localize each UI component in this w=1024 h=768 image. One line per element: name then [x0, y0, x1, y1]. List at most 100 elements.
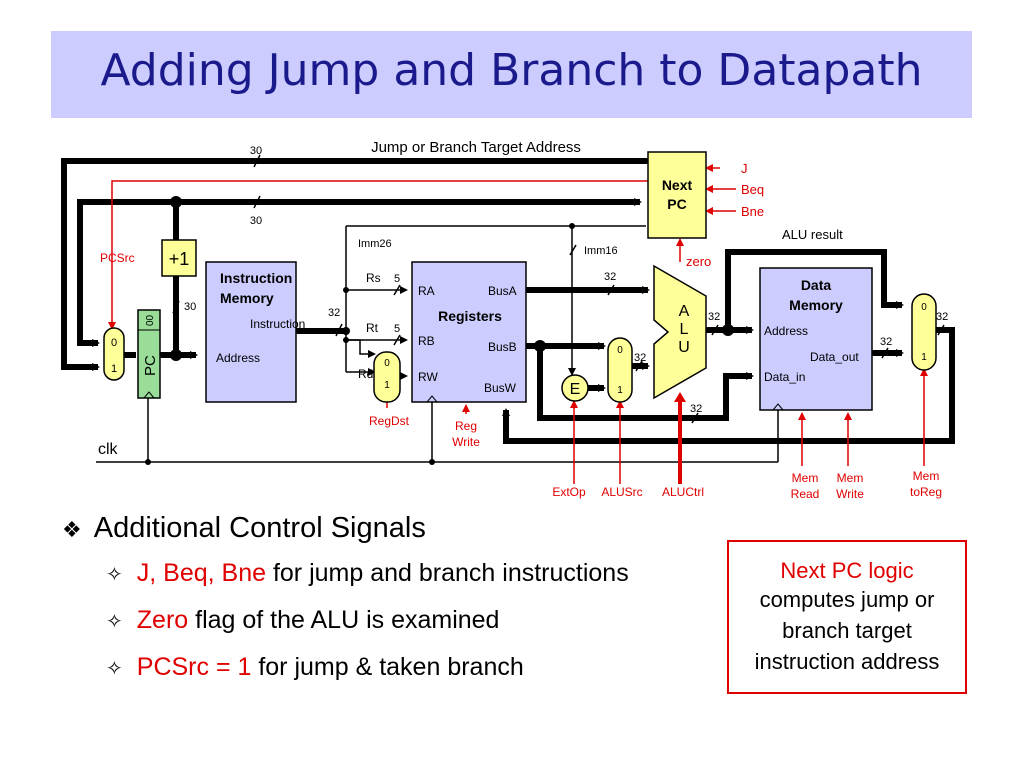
- star-bullet-icon: ✧: [106, 611, 123, 633]
- datapath-diagram: Jump or Branch Target Address 30 30 30 N…: [61, 139, 955, 501]
- plus-one-label: +1: [169, 249, 190, 269]
- busa-port: BusA: [488, 284, 517, 298]
- bullet-list: ❖ Additional Control Signals ✧ J, Beq, Bne…: [62, 506, 722, 691]
- instruction-memory-title: Instruction: [220, 270, 292, 286]
- aluctrl-signal: ALUCtrl: [662, 485, 704, 499]
- alu-label-a: A: [679, 303, 690, 320]
- busb-port: BusB: [488, 340, 517, 354]
- bne-signal: Bne: [741, 204, 764, 219]
- mux-input-label: 0: [921, 302, 927, 313]
- alu-label-u: U: [678, 339, 690, 356]
- alu-label-l: L: [680, 321, 689, 338]
- data-buses: [61, 158, 955, 444]
- junctions: [170, 196, 734, 361]
- memwrite-signal: Mem: [837, 471, 864, 485]
- registers-title: Registers: [438, 308, 502, 324]
- extender-label: E: [570, 381, 581, 398]
- width-label: 32: [604, 271, 616, 283]
- data-memory: [759, 267, 873, 411]
- regdst-mux: [373, 351, 401, 403]
- pc-label: PC: [142, 355, 159, 376]
- bullet-sub: ✧ J, Beq, Bne for jump and branch instruc…: [106, 550, 722, 597]
- mux-input-label: 1: [384, 380, 390, 391]
- data-memory-title-2: Memory: [789, 297, 843, 313]
- next-pc-label-2: PC: [667, 196, 686, 212]
- memread-signal-2: Read: [791, 487, 820, 501]
- bullet-text: for jump & taken branch: [251, 653, 524, 681]
- imm26-label: Imm26: [358, 238, 392, 250]
- rs-label: Rs: [366, 271, 381, 285]
- rb-port: RB: [418, 334, 435, 348]
- bullet-sub: ✧ Zero flag of the ALU is examined: [106, 597, 722, 644]
- bullet-highlight: Zero: [136, 606, 189, 634]
- imm16-label: Imm16: [584, 245, 618, 257]
- bullet-main: ❖ Additional Control Signals: [62, 506, 722, 550]
- clock-label: clk: [98, 441, 119, 458]
- address-port: Address: [216, 351, 260, 365]
- bullet-text: flag of the ALU is examined: [188, 606, 500, 634]
- title-bar: Adding Jump and Branch to Datapath: [51, 31, 972, 118]
- width-label: 32: [708, 311, 720, 323]
- alusrc-mux: [607, 337, 633, 403]
- pc-low-bits-label: 00: [145, 314, 156, 326]
- width-label: 32: [328, 307, 340, 319]
- star-bullet-icon: ✧: [106, 564, 123, 586]
- star-bullet-icon: ✧: [106, 658, 123, 680]
- rt-label: Rt: [366, 321, 379, 335]
- bullet-sub: ✧PCSrc = 1 for jump & taken branch: [106, 644, 722, 691]
- plus-one-adder: [161, 239, 197, 277]
- bullet-highlight: J, Beq, Bne: [136, 559, 267, 587]
- note-heading: Next PC logic: [780, 558, 914, 583]
- width-label: 5: [394, 273, 400, 285]
- dmem-data-in-port: Data_in: [764, 370, 805, 384]
- width-label: 32: [936, 311, 948, 323]
- pcsrc-signal: PCSrc: [100, 251, 135, 265]
- regwrite-signal-2: Write: [452, 435, 480, 449]
- ra-port: RA: [418, 284, 435, 298]
- extender: [561, 374, 589, 402]
- instruction-port: Instruction: [250, 317, 305, 331]
- beq-signal: Beq: [741, 182, 764, 197]
- diamond-bullet-icon: ❖: [62, 517, 82, 542]
- memread-signal: Mem: [792, 471, 819, 485]
- data-memory-title: Data: [801, 277, 832, 293]
- dmem-address-port: Address: [764, 324, 808, 338]
- instruction-memory: [205, 261, 297, 403]
- memwrite-signal-2: Write: [836, 487, 864, 501]
- next-pc-label: Next: [662, 177, 693, 193]
- mux-input-label: 0: [111, 337, 117, 349]
- rd-label: Rd: [358, 367, 373, 381]
- memtoreg-signal-2: toReg: [910, 485, 942, 499]
- width-label: 5: [394, 323, 400, 335]
- mux-input-label: 1: [111, 363, 117, 375]
- note-line: branch target: [782, 618, 912, 643]
- memtoreg-signal: Mem: [913, 469, 940, 483]
- j-signal: J: [741, 161, 748, 176]
- mux-input-label: 0: [384, 358, 390, 369]
- zero-signal: zero: [686, 254, 711, 269]
- regwrite-signal: Reg: [455, 419, 477, 433]
- dmem-data-out-port: Data_out: [810, 350, 859, 364]
- extop-signal: ExtOp: [552, 485, 586, 499]
- bullet-main-text: Additional Control Signals: [93, 512, 426, 544]
- jump-branch-target-label: Jump or Branch Target Address: [371, 139, 581, 156]
- pc-mux: [103, 327, 125, 381]
- mux-input-label: 1: [921, 352, 927, 363]
- width-label: 30: [250, 145, 262, 157]
- width-label: 30: [184, 301, 196, 313]
- width-label: 32: [634, 352, 646, 364]
- busw-port: BusW: [484, 381, 517, 395]
- mux-input-label: 1: [617, 385, 623, 396]
- alu: [653, 264, 707, 400]
- rw-port: RW: [418, 370, 438, 384]
- bullet-text: for jump and branch instructions: [266, 559, 629, 587]
- regdst-signal: RegDst: [369, 414, 410, 428]
- next-pc-block: [647, 151, 707, 239]
- register-file: [411, 261, 527, 403]
- memtoreg-mux: [911, 293, 937, 371]
- width-label: 30: [250, 215, 262, 227]
- width-label: 32: [690, 403, 702, 415]
- instruction-memory-title-2: Memory: [220, 290, 274, 306]
- thin-wires: [96, 225, 779, 463]
- alu-result-label: ALU result: [782, 227, 843, 242]
